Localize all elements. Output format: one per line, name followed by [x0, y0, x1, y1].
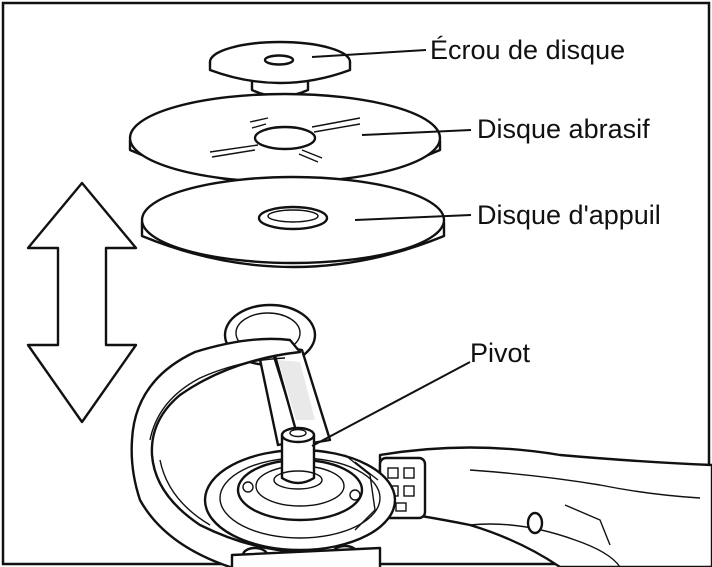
backing-disc: [140, 175, 446, 269]
label-pivot: Pivot: [470, 338, 531, 368]
label-backing-disc: Disque d'appuil: [477, 200, 661, 230]
angle-grinder: [130, 303, 712, 567]
double-arrow-vertical-icon: [26, 181, 138, 424]
label-abrasive-disc: Disque abrasif: [477, 114, 650, 144]
disc-nut: [208, 40, 352, 98]
label-disc-nut: Écrou de disque: [430, 35, 625, 65]
abrasive-disc: [128, 92, 442, 186]
leader-lines: [311, 49, 472, 447]
